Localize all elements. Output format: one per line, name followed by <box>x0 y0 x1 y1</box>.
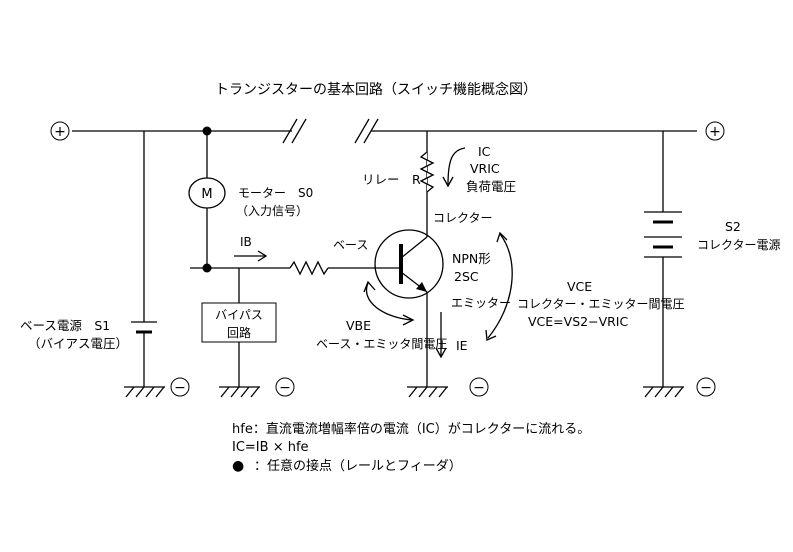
ground-bypass <box>219 386 260 398</box>
top-rail <box>72 118 697 144</box>
vce-label: VCE <box>567 279 592 294</box>
ib-label: IB <box>240 235 252 249</box>
emitter-label: エミッター <box>451 296 511 310</box>
note-formula: IC=IB × hfe <box>232 440 309 455</box>
collector-supply-sublabel: コレクター電源 <box>697 238 781 252</box>
ground-base-supply <box>124 386 165 398</box>
motor-sublabel: （入力信号） <box>236 204 308 218</box>
minus-terminal-4: − <box>696 377 716 397</box>
vric-label: VRIC <box>470 161 500 176</box>
ie-arrow <box>435 312 447 359</box>
plus-terminal-right: + <box>705 121 725 141</box>
svg-text:−: − <box>473 380 485 396</box>
ground-collector-supply <box>643 386 684 398</box>
ic-arrow <box>442 147 466 188</box>
motor-label: モーター S0 <box>238 186 313 200</box>
base-supply-battery <box>131 131 157 387</box>
plus-terminal-left: + <box>50 121 70 141</box>
transistor-model-label: 2SC <box>454 269 479 284</box>
junction-dot-base <box>202 263 212 273</box>
note-contact: ：任意の接点（レールとフィーダ） <box>254 458 462 474</box>
base-supply-label: ベース電源 S1 <box>20 318 110 333</box>
svg-text:+: + <box>54 124 66 140</box>
load-voltage-label: 負荷電圧 <box>466 179 516 194</box>
ground-emitter <box>407 386 448 398</box>
diagram-title: トランジスターの基本回路（スイッチ機能概念図） <box>215 81 537 98</box>
vce-formula: VCE=VS2−VRIC <box>528 314 628 329</box>
ib-arrow <box>234 250 268 262</box>
svg-text:+: + <box>709 124 721 140</box>
relay-resistor <box>419 151 435 193</box>
relay-label: リレー R <box>362 172 421 187</box>
svg-text:−: − <box>174 380 186 396</box>
svg-text:−: − <box>700 380 712 396</box>
vce-description: コレクター・エミッター間電圧 <box>517 297 685 311</box>
svg-text:M: M <box>201 187 212 202</box>
base-line <box>190 260 401 276</box>
minus-terminal-2: − <box>275 377 295 397</box>
note-hfe: hfe：直流電流増幅率倍の電流（IC）がコレクターに流れる。 <box>232 421 590 437</box>
base-supply-sublabel: （バイアス電圧） <box>28 336 128 351</box>
bypass-sublabel: 回路 <box>227 325 251 340</box>
minus-terminal-3: − <box>469 377 489 397</box>
minus-terminal-1: − <box>170 377 190 397</box>
motor-symbol: M <box>188 177 226 209</box>
note-bullet: ● <box>232 458 244 474</box>
bypass-branch <box>201 268 277 387</box>
svg-text:−: − <box>279 380 291 396</box>
bypass-label: バイパス <box>215 308 263 322</box>
vbe-description: ベース・エミッタ間電圧 <box>316 337 447 351</box>
ie-label: IE <box>456 338 468 353</box>
collector-supply-label: S2 <box>725 219 741 234</box>
vce-arrow <box>485 231 513 341</box>
vbe-label: VBE <box>346 318 371 333</box>
ic-label: IC <box>478 144 491 159</box>
collector-label: コレクター <box>433 211 493 225</box>
base-label: ベース <box>333 238 368 252</box>
collector-supply-battery <box>644 131 682 387</box>
transistor-type-label: NPN形 <box>452 251 491 266</box>
vbe-arrow <box>363 280 415 326</box>
junction-dot-top <box>202 126 212 136</box>
